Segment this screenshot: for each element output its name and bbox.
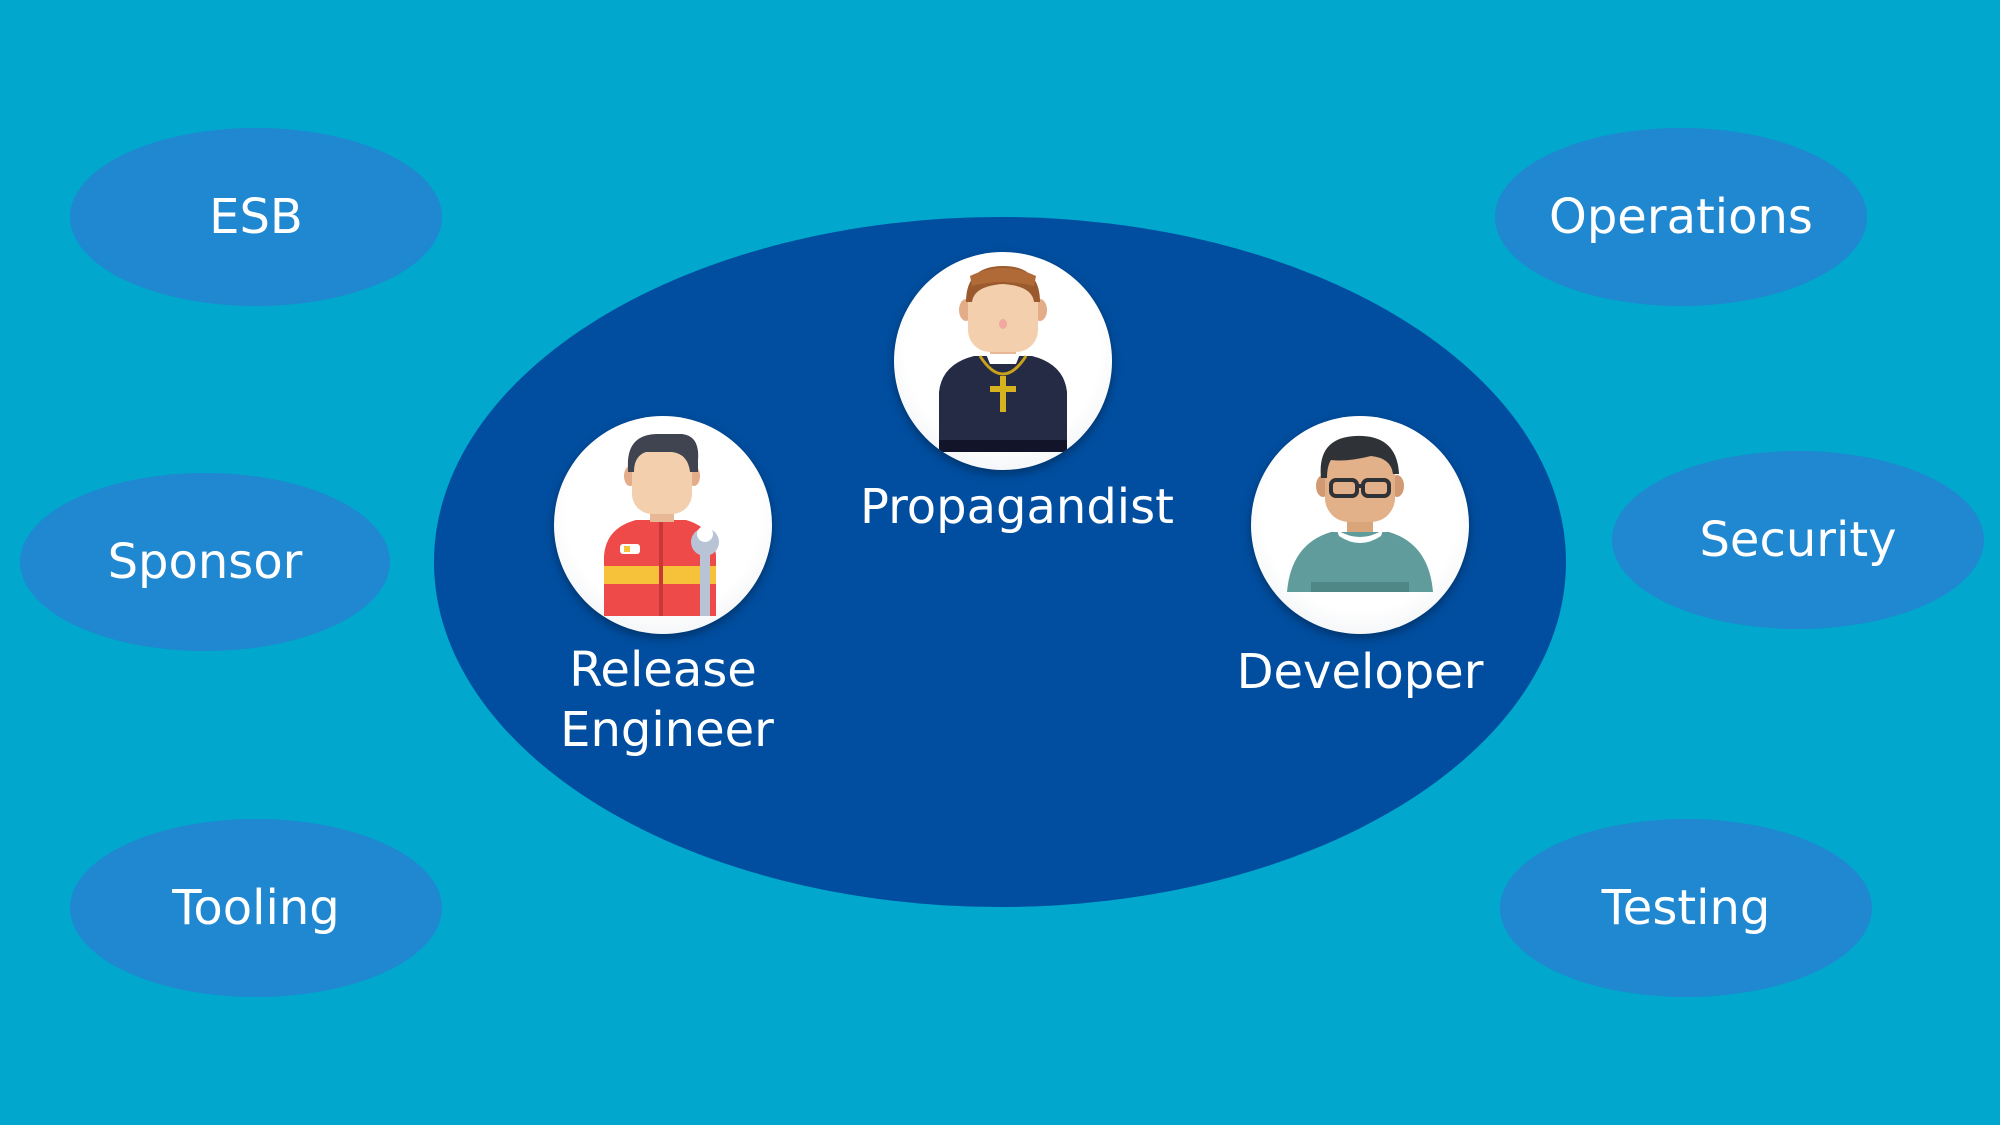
priest-avatar-icon — [894, 252, 1112, 470]
oval-tooling: Tooling — [70, 819, 442, 997]
oval-esb-label: ESB — [209, 189, 303, 245]
developer-label: Developer — [1236, 644, 1484, 700]
release-engineer-label-line2: Engineer — [560, 702, 774, 758]
release-engineer-label-line1: Release — [569, 642, 757, 698]
oval-sponsor: Sponsor — [20, 473, 390, 651]
oval-testing-label: Testing — [1601, 880, 1771, 936]
oval-sponsor-label: Sponsor — [107, 534, 303, 590]
developer-avatar-icon — [1251, 416, 1469, 634]
release-engineer-label: Release Engineer — [523, 640, 803, 760]
oval-security-label: Security — [1699, 512, 1897, 568]
oval-tooling-label: Tooling — [172, 880, 340, 936]
oval-esb: ESB — [70, 128, 442, 306]
oval-security: Security — [1612, 451, 1984, 629]
oval-testing: Testing — [1500, 819, 1872, 997]
propagandist-label: Propagandist — [860, 479, 1174, 535]
mechanic-avatar-icon — [554, 416, 772, 634]
oval-operations-label: Operations — [1549, 189, 1813, 245]
oval-operations: Operations — [1495, 128, 1867, 306]
